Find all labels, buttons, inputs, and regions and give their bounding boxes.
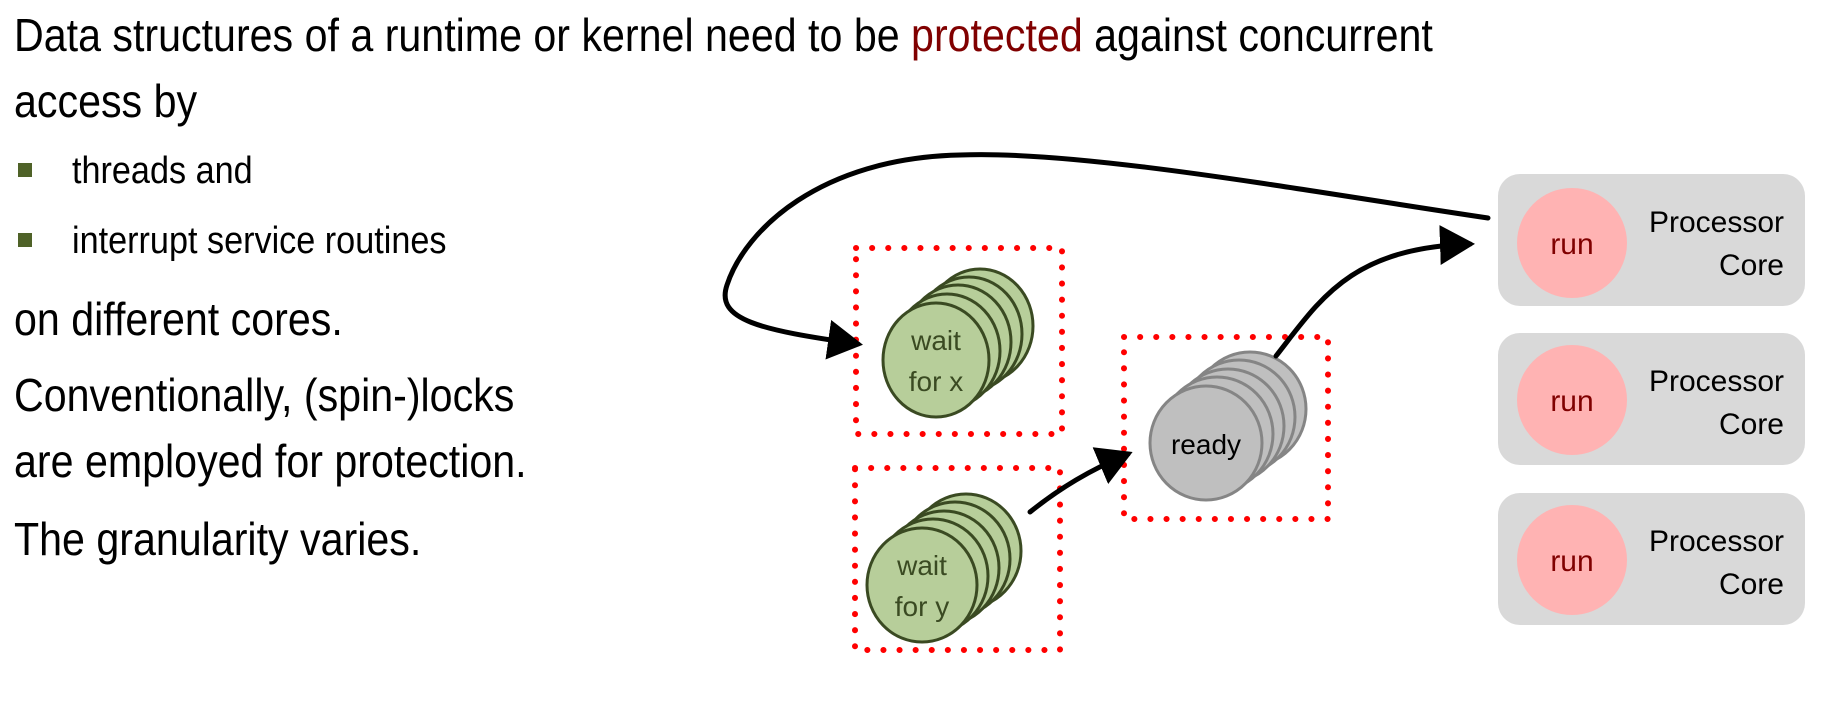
paragraph: on different cores. [14,293,343,345]
queue-label: for y [895,591,949,622]
core-label: Core [1719,568,1784,601]
processor-core: run Processor Core [1498,174,1805,306]
bullet-item: threads and [72,150,253,192]
core-label: Core [1719,249,1784,282]
thread-disc [865,526,979,644]
run-label: run [1550,545,1593,578]
core-label: Core [1719,408,1784,441]
paragraph: The granularity varies. [14,513,422,565]
thread-disc [881,301,991,419]
processor-core: run Processor Core [1498,493,1805,625]
queue-label: wait [896,550,947,581]
core-label: Processor [1649,525,1784,558]
wakeup-arrow [1027,447,1133,515]
processor-core: run Processor Core [1498,333,1805,465]
block-arrow [722,152,1491,360]
dispatch-arrow [1273,225,1475,359]
run-label: run [1550,385,1593,418]
run-slot [1517,505,1627,615]
queue-label: for x [909,366,963,397]
heading-text-end: against concurrent [1082,9,1433,61]
queue-label: wait [910,325,961,356]
core-label: Processor [1649,365,1784,398]
queue-ready: ready [1121,334,1331,522]
heading-line-1: Data structures of a runtime or kernel n… [14,8,1433,62]
core-label: Processor [1649,206,1784,239]
bullet-marker-icon [18,233,32,247]
thread-disc [1148,384,1264,502]
run-slot [1517,188,1627,298]
heading-text: Data structures of a runtime or kernel n… [14,9,912,61]
paragraph: Conventionally, (spin-)locks [14,369,515,421]
run-label: run [1550,228,1593,261]
queue-label: ready [1171,429,1241,460]
queue-wait-y: wait for y [852,465,1063,653]
paragraph: are employed for protection. [14,435,527,487]
run-slot [1517,345,1627,455]
bullet-marker-icon [18,163,32,177]
bullet-item: interrupt service routines [72,220,447,262]
queue-wait-x: wait for x [853,245,1065,437]
heading-highlight: protected [911,9,1083,61]
heading-line-2: access by [14,75,198,127]
